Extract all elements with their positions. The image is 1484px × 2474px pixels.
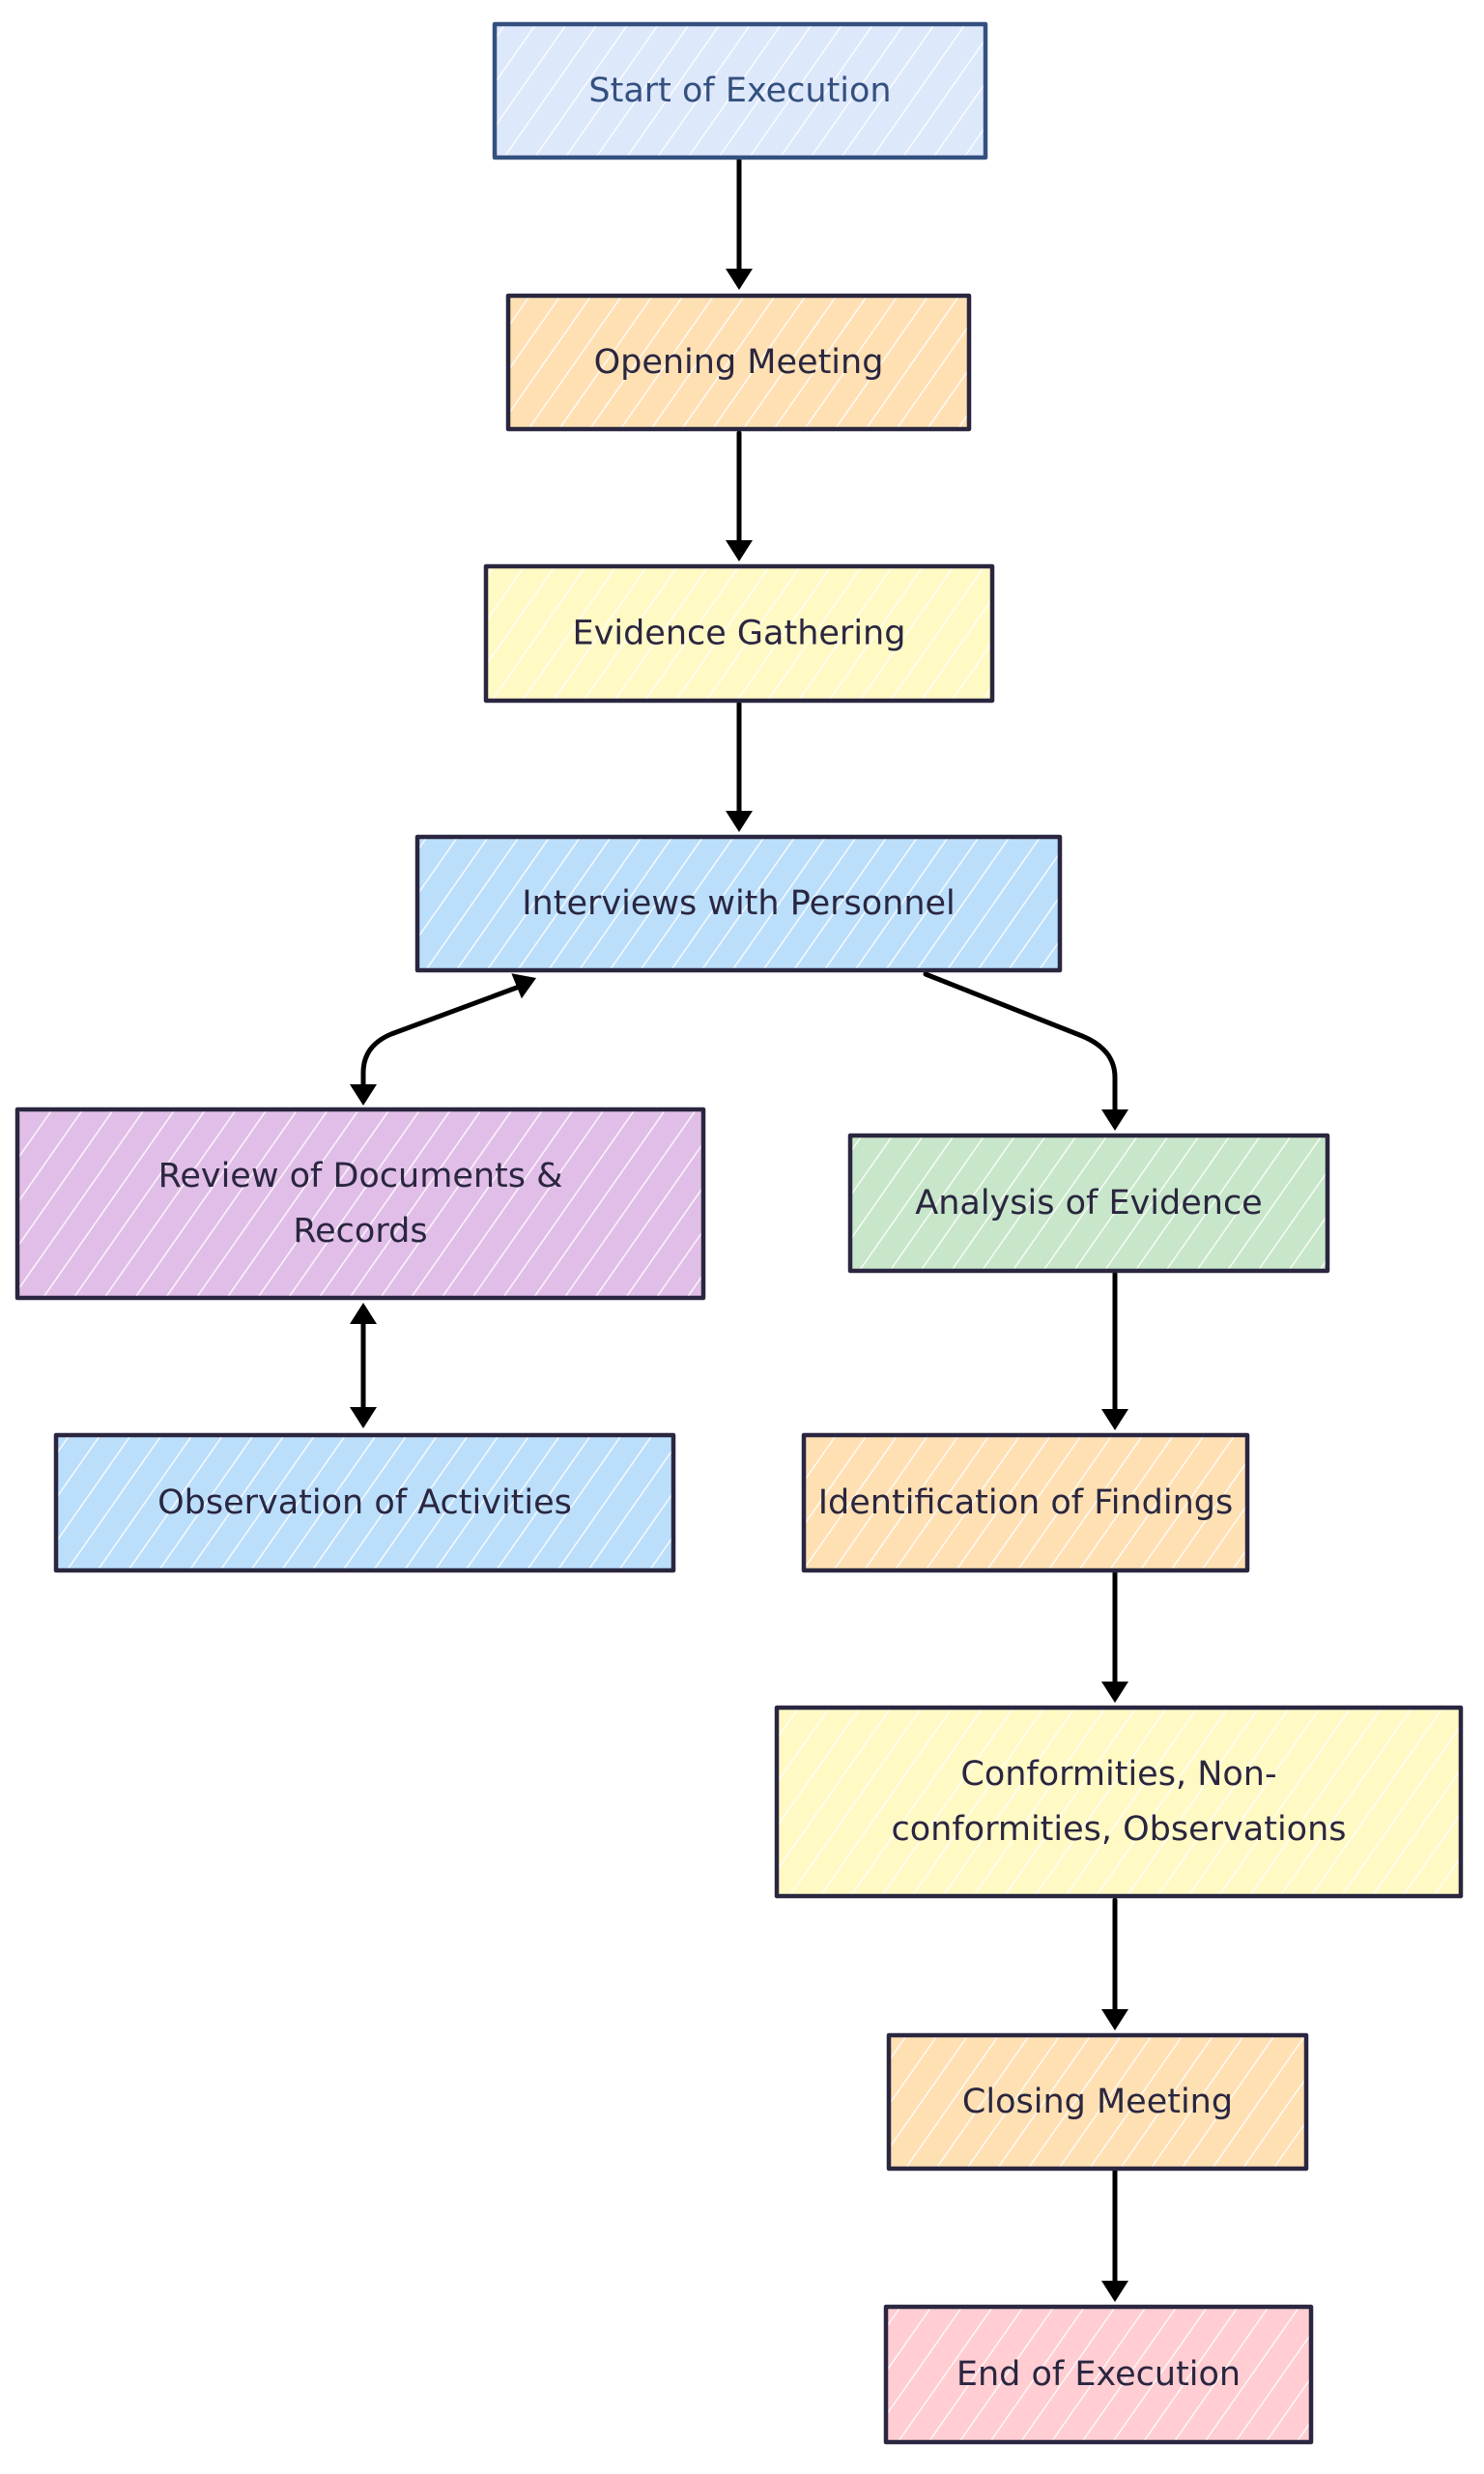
node-hatch xyxy=(17,1109,703,1298)
edge-review-to-observation xyxy=(350,1303,377,1428)
edge-conformities-to-closing xyxy=(1101,1897,1128,2030)
arrowhead-icon xyxy=(726,811,753,832)
node-closing[interactable]: Closing Meeting xyxy=(886,2032,1309,2172)
arrowhead-icon xyxy=(1101,2009,1128,2030)
node-findings[interactable]: Identification of Findings xyxy=(801,1432,1250,1573)
node-border xyxy=(53,1432,676,1573)
node-label: Evidence Gathering xyxy=(573,615,906,653)
node-end[interactable]: End of Execution xyxy=(883,2304,1314,2445)
node-label: Records xyxy=(293,1212,427,1251)
node-border xyxy=(14,1107,706,1301)
node-border xyxy=(414,834,1063,973)
node-conformities[interactable]: Conformities, Non-conformities, Observat… xyxy=(774,1705,1464,1899)
edge-analysis-to-findings xyxy=(1101,1271,1128,1430)
node-start[interactable]: Start of Execution xyxy=(492,21,988,160)
arrowhead-icon xyxy=(1101,2281,1128,2302)
node-label: Analysis of Evidence xyxy=(915,1184,1262,1223)
node-border xyxy=(505,293,972,432)
node-border xyxy=(483,563,995,704)
arrowhead-icon xyxy=(350,1407,377,1428)
node-label: End of Execution xyxy=(956,2355,1241,2394)
arrowhead-icon xyxy=(726,269,753,290)
edge-opening-to-evidence xyxy=(726,430,753,561)
edge-interviews-to-review xyxy=(350,973,536,1106)
arrowhead-icon xyxy=(1101,1109,1128,1131)
arrowhead-icon xyxy=(350,1303,377,1324)
node-opening[interactable]: Opening Meeting xyxy=(505,293,972,432)
arrowhead-icon xyxy=(511,973,536,999)
arrowhead-icon xyxy=(1101,1409,1128,1430)
node-label: Conformities, Non- xyxy=(960,1755,1276,1794)
edge-start-to-opening xyxy=(726,157,753,290)
node-review[interactable]: Review of Documents & Records xyxy=(14,1107,706,1301)
node-hatch xyxy=(486,566,992,701)
node-label: Review of Documents & xyxy=(158,1157,563,1195)
node-hatch xyxy=(417,837,1060,970)
node-interviews[interactable]: Interviews with Personnel xyxy=(414,834,1063,973)
arrowhead-icon xyxy=(350,1084,377,1106)
node-hatch xyxy=(886,2307,1311,2442)
edge-evidence-to-interviews xyxy=(726,701,753,832)
arrowhead-icon xyxy=(726,540,753,561)
node-border xyxy=(492,21,988,160)
node-label: Identification of Findings xyxy=(818,1483,1234,1522)
node-label: Observation of Activities xyxy=(157,1483,572,1522)
node-hatch xyxy=(804,1435,1247,1570)
node-hatch xyxy=(508,296,969,429)
node-border xyxy=(886,2032,1309,2172)
node-border xyxy=(847,1133,1330,1274)
node-hatch xyxy=(56,1435,673,1570)
edges-layer xyxy=(350,157,1128,2302)
node-border xyxy=(774,1705,1464,1899)
node-analysis[interactable]: Analysis of Evidence xyxy=(847,1133,1330,1274)
node-label: Closing Meeting xyxy=(962,2083,1233,2121)
node-hatch xyxy=(495,24,985,158)
edge-line xyxy=(360,983,525,1093)
node-label: Opening Meeting xyxy=(594,343,884,382)
arrowhead-icon xyxy=(1101,1682,1128,1703)
node-observation[interactable]: Observation of Activities xyxy=(53,1432,676,1573)
node-border xyxy=(883,2304,1314,2445)
node-evidence[interactable]: Evidence Gathering xyxy=(483,563,995,704)
node-border xyxy=(801,1432,1250,1573)
node-hatch xyxy=(889,2035,1306,2169)
edge-interviews-to-analysis xyxy=(923,971,1128,1131)
node-label: Interviews with Personnel xyxy=(522,884,956,923)
node-label: conformities, Observations xyxy=(892,1810,1347,1849)
node-hatch xyxy=(850,1136,1327,1271)
edge-findings-to-conformities xyxy=(1101,1570,1128,1703)
node-label: Start of Execution xyxy=(588,72,891,110)
node-hatch xyxy=(777,1708,1461,1896)
edge-line xyxy=(923,971,1118,1114)
edge-closing-to-end xyxy=(1101,2168,1128,2302)
